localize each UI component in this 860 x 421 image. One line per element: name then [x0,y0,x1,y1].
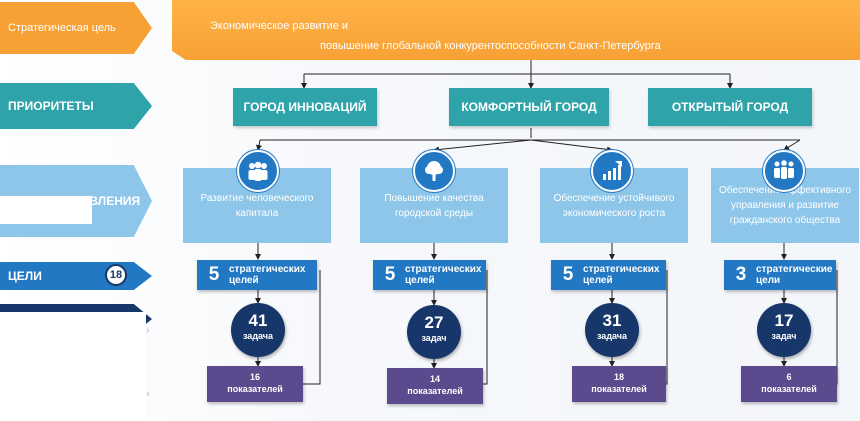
priorities-label: ПРИОРИТЕТЫ [8,99,94,113]
indicators-label: показателей [407,386,463,396]
tasks-count: 17 [774,311,794,330]
indicators-label: показателей [227,384,283,394]
tasks-circle-3: 31 задача [585,303,639,357]
indicators-count: 18 [613,372,624,382]
indicators-label: показателей [761,384,817,394]
tasks-count: 27 [424,313,444,332]
tree-icon [413,150,455,192]
growth-chart-icon [591,150,633,192]
tasks-count: 41 [248,311,268,330]
indicators-box-4: 6 показателей [741,366,837,402]
tasks-count: 31 [602,311,622,330]
lower-left-mask [0,312,146,421]
goals-chevron: ЦЕЛИ [0,262,152,290]
indicators-box-1: 16 показателей [207,366,303,402]
faint-arrow-2: › [146,388,150,400]
strategic-goal-label: Стратегическая цель [8,22,116,34]
directions-mask [0,196,92,224]
indicators-count: 16 [249,372,260,382]
strategic-goal-banner: Экономическое развитие и повышение глоба… [172,0,860,60]
people-icon [237,150,279,192]
indicators-count: 6 [786,372,792,382]
banner-line-2: повышение глобальной конкурентоспособнос… [320,40,661,52]
tasks-circle-1: 41 задача [231,303,285,357]
tasks-label: задач [421,333,447,343]
goal-count: 3 [735,264,747,285]
indicators-label: показателей [591,384,647,394]
goal-count: 5 [562,264,574,285]
goal-count: 5 [384,264,396,285]
priority-comfortable-city: КОМФОРТНЫЙ ГОРОД [449,88,609,126]
indicators-box-2: 14 показателей [387,368,483,404]
strategic-goal-chevron: Стратегическая цель [0,2,152,54]
tasks-label: задача [596,331,628,341]
indicators-count: 14 [429,374,440,384]
priority-innovation-city: ГОРОД ИННОВАЦИЙ [233,88,377,126]
goals-label: ЦЕЛИ [8,269,42,283]
priority-open-city: ОТКРЫТЫЙ ГОРОД [648,88,812,126]
team-icon [763,150,805,192]
goals-count-badge: 18 [105,264,127,286]
goal-count: 5 [208,264,220,285]
tasks-circle-2: 27 задач [407,305,461,359]
tasks-label: задач [771,331,797,341]
indicators-box-3: 18 показателей [572,366,666,402]
banner-line-1: Экономическое развитие и [210,20,349,32]
faint-arrow-1: › [146,325,150,337]
tasks-label: задача [242,331,274,341]
priorities-chevron: ПРИОРИТЕТЫ [0,83,152,129]
tasks-circle-4: 17 задач [757,303,811,357]
